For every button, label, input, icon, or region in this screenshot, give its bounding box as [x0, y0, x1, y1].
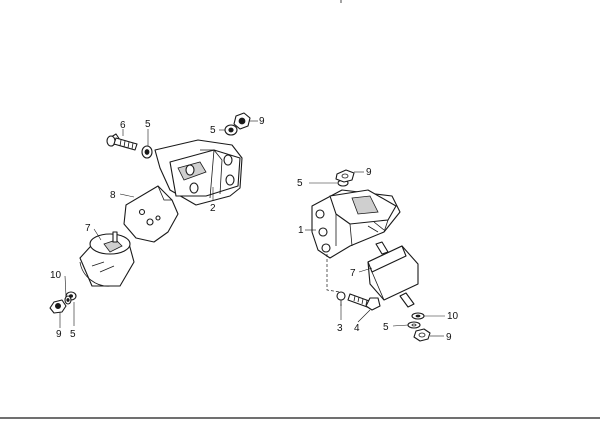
engine-mount-7-right: [367, 241, 419, 308]
callout-right-9-bottom: 9: [446, 332, 452, 343]
callout-right-3: 3: [337, 323, 343, 334]
bolt-3-right: [336, 291, 346, 306]
callout-right-1: 1: [298, 225, 304, 236]
washer-5-right-bottom: [407, 321, 421, 329]
callout-right-5-bottom: 5: [383, 322, 389, 333]
washer-5-left-bolt: [141, 145, 153, 159]
callout-right-5-top: 5: [297, 178, 303, 189]
bracket-2-left: [154, 139, 243, 206]
callout-right-9-top: 9: [366, 167, 372, 178]
callout-left-5-bottom: 5: [70, 329, 76, 340]
nut-9-left-bottom: [49, 299, 67, 314]
left-assembly: [49, 112, 251, 314]
right-assembly: [311, 169, 431, 342]
callout-left-6: 6: [120, 120, 126, 131]
washer-5-left-bottom: [64, 295, 72, 305]
callout-left-2: 2: [210, 203, 216, 214]
bracket-1-right: [311, 189, 401, 259]
callout-right-4: 4: [354, 323, 360, 334]
bolt-6-left: [106, 133, 138, 151]
callout-left-5-bolt: 5: [145, 119, 151, 130]
plate-8-left: [123, 185, 179, 243]
callout-left-8: 8: [110, 190, 116, 201]
callout-left-9-top: 9: [259, 116, 265, 127]
nut-9-right-bottom: [413, 328, 431, 342]
nut-9-left-top: [233, 112, 251, 130]
callout-left-5-top: 5: [210, 125, 216, 136]
nut-9-right-top: [335, 169, 355, 183]
callout-left-10: 10: [50, 270, 62, 281]
leader-lines: [59, 120, 445, 337]
bolt-4-right: [347, 293, 381, 311]
callout-right-7: 7: [350, 268, 356, 279]
washer-10-right: [411, 312, 425, 320]
engine-mount-7-left: [79, 231, 135, 287]
right-stud-line: [326, 254, 341, 293]
callout-left-9-bottom: 9: [56, 329, 62, 340]
callout-left-7: 7: [85, 223, 91, 234]
washer-5-left-top: [224, 124, 238, 136]
callout-right-10: 10: [447, 311, 459, 322]
callout-labels: 6 5 5 9 8 2 7 10 9 5 5 9 1 7 3 4 10 5 9: [50, 116, 459, 343]
